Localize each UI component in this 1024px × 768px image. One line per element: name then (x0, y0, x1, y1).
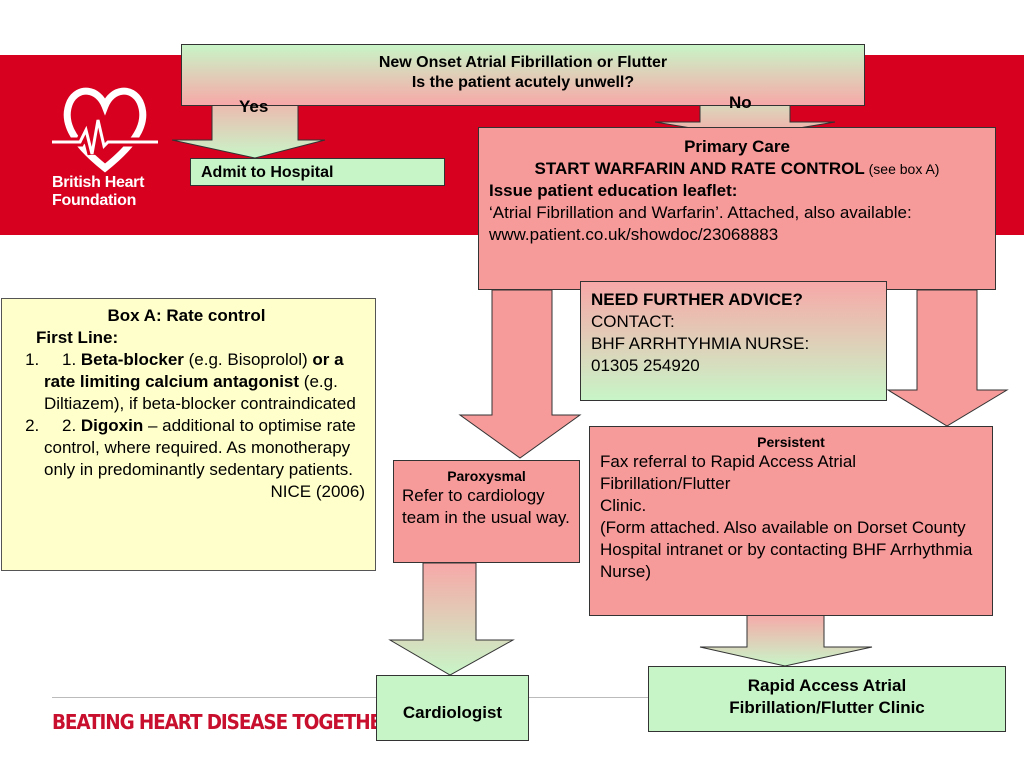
rate-item-1: 1. Beta-blocker (e.g. Bisoprolol) or a r… (44, 349, 365, 415)
cardiologist-box: Cardiologist (376, 675, 529, 741)
cardiologist-arrow (388, 562, 515, 676)
question-box: New Onset Atrial Fibrillation or Flutter… (181, 44, 865, 106)
box-a-source: NICE (2006) (270, 482, 365, 501)
further-advice-box: NEED FURTHER ADVICE? CONTACT: BHF ARRHTY… (580, 281, 887, 401)
paroxysmal-arrow (458, 289, 582, 459)
primary-care-box: Primary Care START WARFARIN AND RATE CON… (478, 127, 996, 290)
yes-label: Yes (239, 97, 269, 116)
admit-to-hospital-box: Admit to Hospital (190, 158, 445, 186)
paroxysmal-box: Paroxysmal Refer to cardiology team in t… (393, 460, 580, 563)
rate-control-list: 1. Beta-blocker (e.g. Bisoprolol) or a r… (8, 349, 365, 481)
persistent-box: Persistent Fax referral to Rapid Access … (589, 426, 993, 616)
box-a-rate-control: Box A: Rate control First Line: 1. Beta-… (1, 298, 376, 571)
no-label: No (729, 93, 752, 112)
brand-name: British Heart Foundation (52, 174, 145, 209)
brand-tagline: BEATING HEART DISEASE TOGETHER (52, 710, 395, 734)
bhf-heart-logo-icon (52, 87, 158, 173)
persistent-arrow (886, 289, 1009, 427)
rapid-access-arrow (699, 613, 873, 667)
rapid-access-clinic-box: Rapid Access Atrial Fibrillation/Flutter… (648, 666, 1006, 732)
rate-item-2: 2. Digoxin – additional to optimise rate… (44, 415, 365, 481)
footer-divider (52, 697, 652, 698)
